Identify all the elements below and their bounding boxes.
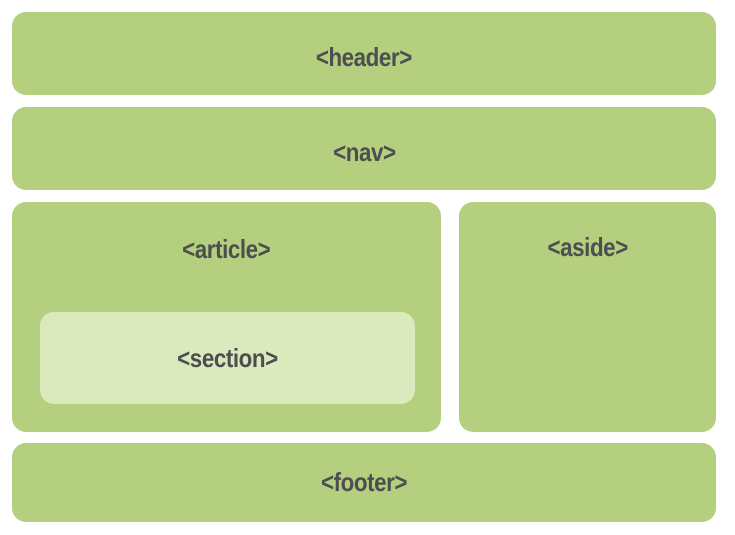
article-block: <article> <section> bbox=[12, 202, 441, 432]
nav-block: <nav> bbox=[12, 107, 716, 190]
article-block-label: <article> bbox=[182, 234, 271, 264]
section-block-label: <section> bbox=[177, 342, 278, 373]
nav-block-label: <nav> bbox=[332, 137, 396, 167]
footer-block: <footer> bbox=[12, 443, 716, 522]
footer-block-label: <footer> bbox=[320, 467, 408, 497]
aside-block: <aside> bbox=[459, 202, 716, 432]
aside-block-label: <aside> bbox=[547, 232, 628, 262]
header-block: <header> bbox=[12, 12, 716, 95]
section-block: <section> bbox=[40, 312, 415, 404]
header-block-label: <header> bbox=[315, 42, 412, 72]
